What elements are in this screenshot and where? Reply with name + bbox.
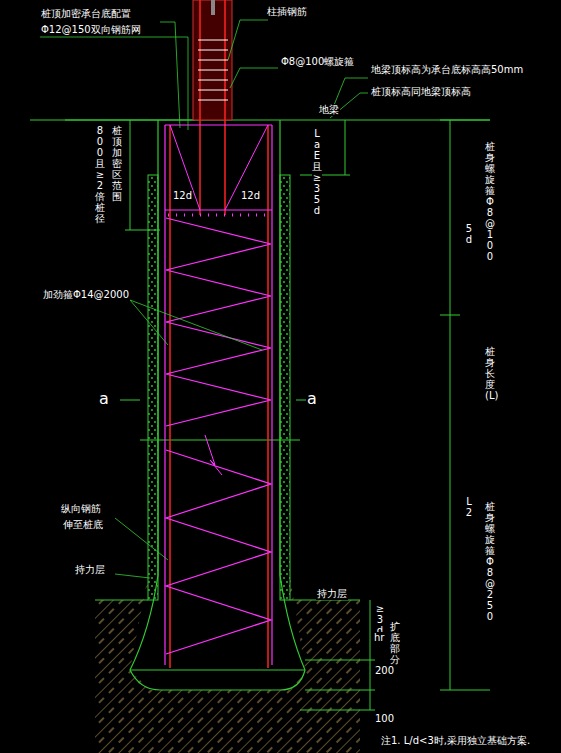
- annotation-label: 桩身长度(L): [485, 345, 495, 402]
- dimension-lines: [120, 120, 490, 710]
- annotation-label: 纵向钢筋: [60, 503, 102, 515]
- annotation-label: hr: [373, 632, 385, 644]
- annotation-label: L2: [464, 495, 474, 519]
- annotation-label: 地梁: [318, 104, 340, 116]
- annotation-label: 12d: [172, 190, 193, 202]
- annotation-label: Φ12@150双向钢筋网: [40, 24, 142, 36]
- annotation-label: 地梁顶标高为承台底标高高50mm: [370, 64, 524, 76]
- soil-hatch: [95, 575, 360, 753]
- annotation-label: 桩身螺旋箍Φ8@100: [485, 140, 495, 263]
- annotation-label: 持力层: [316, 588, 348, 600]
- annotation-label: 桩顶加密区范围: [112, 124, 122, 203]
- annotation-label: 桩顶加密承台底配置: [40, 8, 132, 20]
- annotation-label: a: [306, 390, 318, 408]
- pile-outline: [30, 120, 490, 690]
- rebar-cage: [165, 125, 272, 668]
- leader-lines: [40, 20, 368, 578]
- annotation-label: LaE且≥35d: [312, 127, 322, 217]
- annotation-label: 持力层: [74, 564, 106, 576]
- annotation-label: 桩顶标高同地梁顶标高: [370, 86, 472, 98]
- annotation-label: 加劲箍Φ14@2000: [42, 289, 130, 301]
- annotation-label: 注1. L/d<3时,采用独立基础方案.: [380, 735, 531, 747]
- annotation-label: 100: [374, 713, 395, 725]
- annotation-label: 柱插钢筋: [266, 6, 308, 18]
- annotation-label: 12d: [240, 190, 261, 202]
- annotation-label: 桩身螺旋箍Φ8@250: [485, 500, 495, 623]
- annotation-label: 5d: [464, 222, 474, 246]
- annotation-label: a: [98, 390, 110, 408]
- annotation-label: 200: [374, 665, 395, 677]
- annotation-label: 800且≥2倍桩径: [95, 124, 105, 225]
- annotation-label: Φ8@100螺旋箍: [280, 56, 355, 68]
- annotation-label: 伸至桩底: [62, 519, 104, 531]
- column: [193, 0, 232, 215]
- annotation-label: 扩底部分: [390, 620, 400, 666]
